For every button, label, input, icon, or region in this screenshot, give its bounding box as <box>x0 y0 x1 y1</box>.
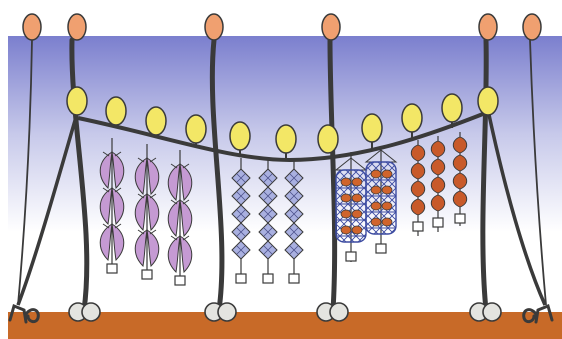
scallop-cage <box>334 157 368 243</box>
mussel-cluster <box>430 158 446 176</box>
mooring-lines <box>69 37 489 313</box>
mussel-cluster <box>452 172 468 190</box>
line-float <box>477 86 499 116</box>
corner-anchors <box>8 303 554 324</box>
seaweed-bundle <box>167 162 193 202</box>
weight-tag <box>106 263 118 274</box>
mussel-cluster <box>410 144 426 162</box>
line-float <box>441 93 463 123</box>
line-float <box>66 86 88 116</box>
line-floats <box>66 86 499 154</box>
seaweed-bundle <box>134 156 160 196</box>
surface-float <box>22 13 42 41</box>
seaweed-bundles <box>99 150 193 286</box>
surface-float <box>204 13 224 41</box>
weight-tag <box>412 221 424 232</box>
weight-tag <box>141 269 153 280</box>
mussel-cluster <box>452 136 468 154</box>
seaweed-bundle <box>167 234 193 274</box>
oyster-stacks <box>231 168 304 284</box>
mussel-cluster <box>430 176 446 194</box>
line-float <box>361 113 383 143</box>
mussel-cluster <box>410 198 426 216</box>
corner-lines <box>17 39 547 306</box>
seaweed-bundle <box>134 192 160 232</box>
line-float <box>145 106 167 136</box>
weight-tag <box>454 213 466 224</box>
scallop-cages <box>334 149 398 262</box>
seaweed-bundle <box>134 228 160 268</box>
weight-tag <box>288 273 300 284</box>
longline-backbone <box>77 110 489 163</box>
seaweed-bundle <box>99 186 125 226</box>
weight-tag <box>432 217 444 228</box>
line-float <box>185 114 207 144</box>
mussel-cluster <box>452 190 468 208</box>
line-float <box>401 103 423 133</box>
mussel-cluster <box>430 140 446 158</box>
surface-float <box>321 13 341 41</box>
seabed <box>8 312 562 339</box>
weight-tag <box>174 275 186 286</box>
surface-float <box>478 13 498 41</box>
weight-tag <box>262 273 274 284</box>
line-float <box>105 96 127 126</box>
seaweed-bundle <box>99 222 125 262</box>
seaweed-strings <box>111 138 181 283</box>
mussel-cluster <box>430 194 446 212</box>
surface-float <box>522 13 542 41</box>
surface-float <box>67 13 87 41</box>
surface-floats <box>22 13 542 41</box>
seaweed-bundle <box>99 150 125 190</box>
seaweed-bundle <box>167 198 193 238</box>
stay-ropes <box>16 109 547 306</box>
line-float <box>317 124 339 154</box>
weight-tag <box>345 251 357 262</box>
mussel-clusters <box>410 136 468 232</box>
water-column <box>8 36 562 316</box>
mussel-cluster <box>410 162 426 180</box>
weight-tag <box>375 243 387 254</box>
scallop-cage <box>364 149 398 235</box>
anchor-weights <box>68 302 502 322</box>
weight-tag <box>235 273 247 284</box>
line-float <box>275 124 297 154</box>
mussel-cluster <box>452 154 468 172</box>
line-float <box>229 121 251 151</box>
mussel-cluster <box>410 180 426 198</box>
